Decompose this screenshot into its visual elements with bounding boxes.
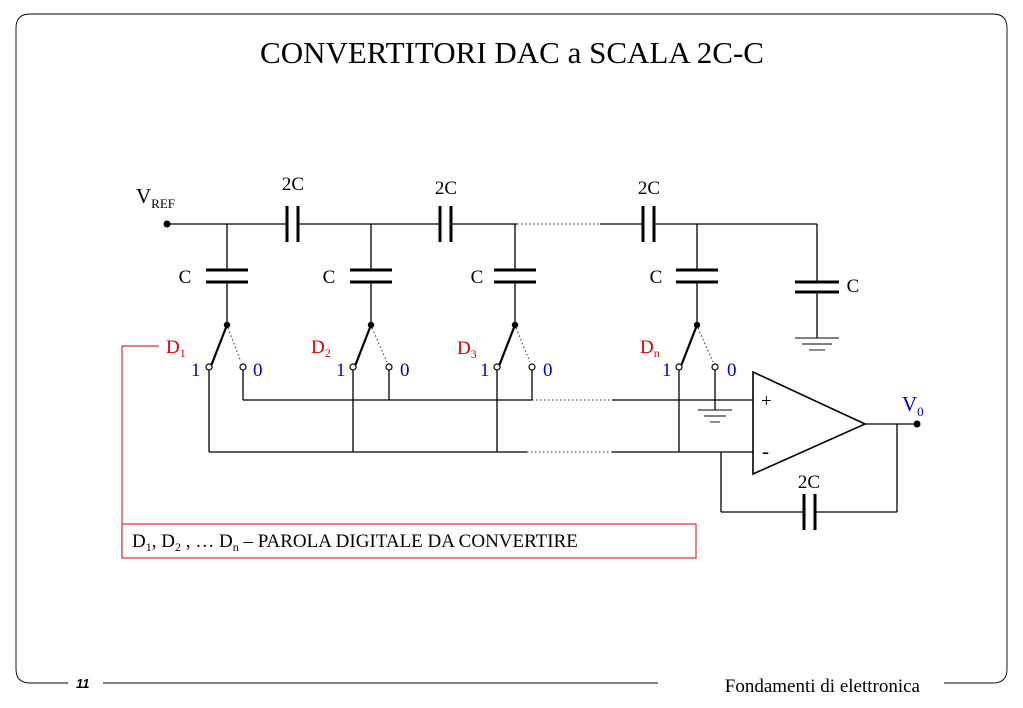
switch-dn <box>675 321 719 371</box>
footer-text: Fondamenti di elettronica <box>725 676 921 697</box>
bus-one-line <box>208 370 753 453</box>
opamp-plus: + <box>761 391 772 412</box>
bit-label-d1: D1 <box>166 337 186 360</box>
series-cap-label-1: 2C <box>282 174 304 195</box>
switch-d1 <box>205 321 247 371</box>
opamp-minus: - <box>762 439 769 463</box>
switch-d3 <box>493 321 536 371</box>
shunt-capacitor-3 <box>494 224 536 325</box>
switch-d2-zero: 0 <box>400 360 410 381</box>
switch-dn-one: 1 <box>662 360 672 381</box>
series-capacitor-1 <box>285 206 300 242</box>
feedback-capacitor <box>720 424 898 530</box>
slide-title: CONVERTITORI DAC a SCALA 2C-C <box>260 35 764 70</box>
bit-label-d2: D2 <box>311 337 331 360</box>
output-terminal <box>913 420 921 428</box>
switch-d3-zero: 0 <box>543 360 553 381</box>
shunt-capacitor-1 <box>206 224 248 325</box>
series-capacitor-2 <box>438 206 453 242</box>
caption-text: D1, D2 , … Dn – PAROLA DIGITALE DA CONVE… <box>132 531 578 554</box>
caption-box <box>121 523 697 559</box>
switch-d3-one: 1 <box>480 360 490 381</box>
shunt-cap-label-4: C <box>650 267 663 288</box>
switch-d1-zero: 0 <box>253 360 263 381</box>
output-wire <box>865 420 921 428</box>
page-number: 11 <box>76 676 90 691</box>
switch-d1-one: 1 <box>191 360 201 381</box>
switch-dn-zero: 0 <box>727 360 737 381</box>
opamp <box>752 370 867 476</box>
shunt-cap-label-2: C <box>323 267 336 288</box>
shunt-capacitor-2 <box>350 224 392 325</box>
bit-label-dn: Dn <box>640 337 660 360</box>
series-cap-label-2: 2C <box>435 178 457 199</box>
shunt-capacitor-termination <box>795 224 839 351</box>
feedback-cap-label: 2C <box>798 472 820 493</box>
switch-d2 <box>349 321 393 371</box>
shunt-cap-label-1: C <box>179 267 192 288</box>
series-capacitor-3 <box>641 206 656 242</box>
caption-leader <box>121 345 159 558</box>
vref-label: VREF <box>136 184 175 211</box>
shunt-cap-label-5: C <box>847 276 860 297</box>
top-rail <box>163 220 817 228</box>
switch-d2-one: 1 <box>336 360 346 381</box>
shunt-capacitor-4 <box>676 224 718 325</box>
bus-zero-line <box>242 370 753 423</box>
output-label: V0 <box>902 392 924 419</box>
slide-frame <box>15 13 1008 684</box>
bit-label-d3: D3 <box>457 338 477 361</box>
series-cap-label-3: 2C <box>638 178 660 199</box>
shunt-cap-label-3: C <box>471 267 484 288</box>
